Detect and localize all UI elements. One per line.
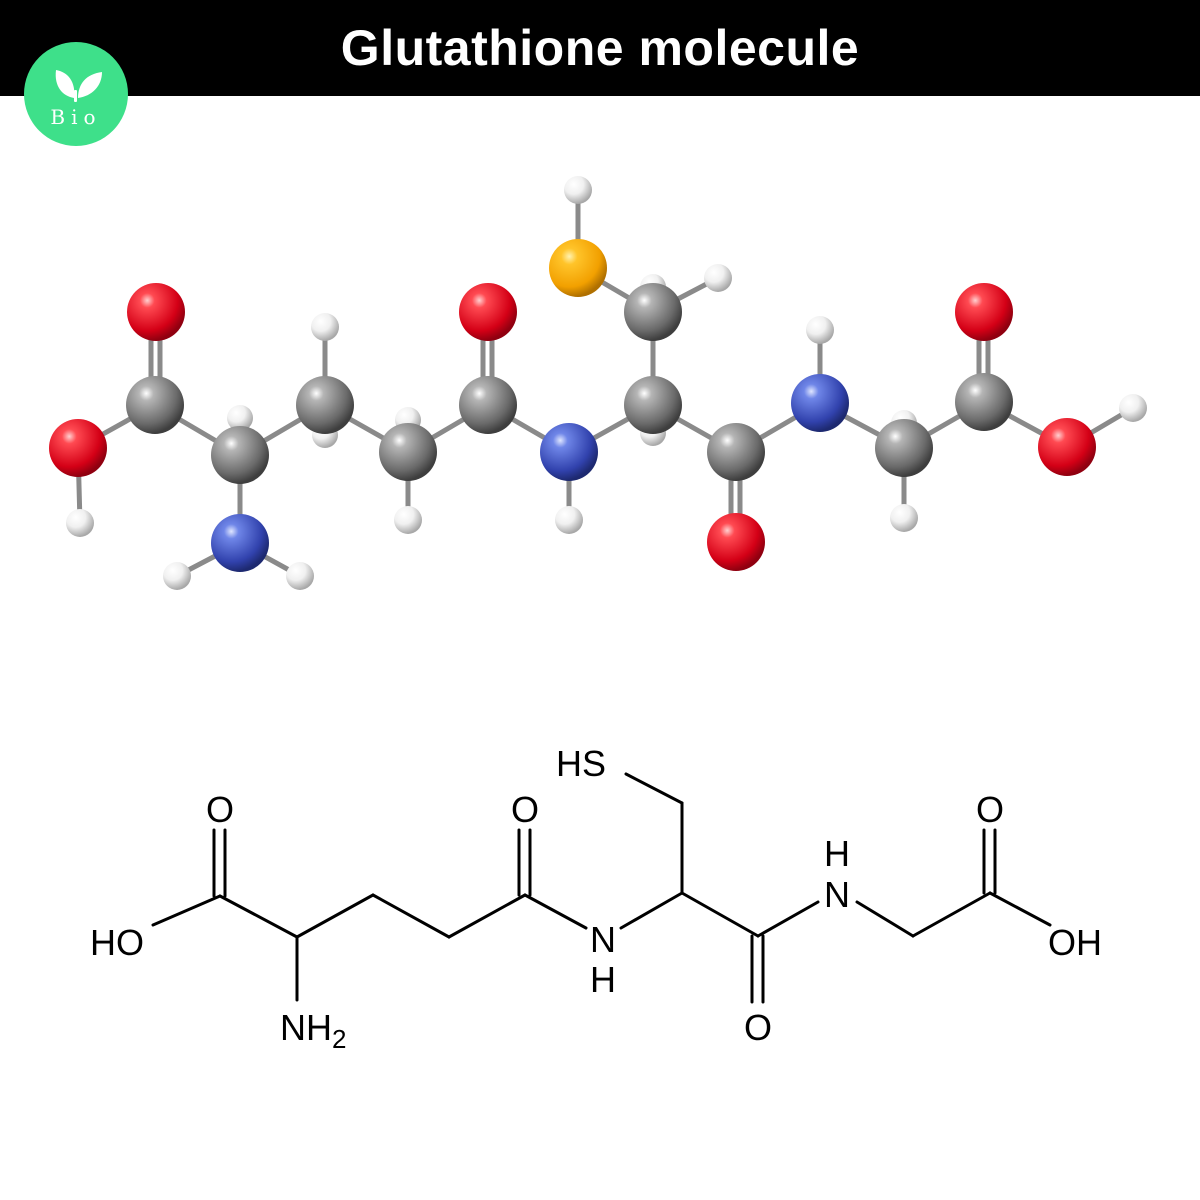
label-nh2-subscript: 2: [332, 1024, 346, 1054]
logo-text: Bio: [50, 105, 101, 129]
nitrogen-atom: [211, 514, 269, 572]
hydrogen-atom: [1119, 394, 1147, 422]
carbon-atom: [624, 376, 682, 434]
structural-formula: HO OH HS NH2 O O O O N H N H: [90, 743, 1102, 1054]
label-nh2: NH2: [280, 1007, 346, 1054]
hydrogen-atom: [704, 264, 732, 292]
label-nitrogen-2: N: [824, 874, 850, 915]
hydrogen-atom: [66, 509, 94, 537]
carbon-atom: [624, 283, 682, 341]
carbon-atom: [379, 423, 437, 481]
hydrogen-atom: [227, 405, 253, 431]
sulfur-atom: [549, 239, 607, 297]
carbon-atom: [707, 423, 765, 481]
label-hs: HS: [556, 743, 606, 784]
hydrogen-atom: [163, 562, 191, 590]
skeletal-bonds: [151, 772, 1052, 1004]
hydrogen-atom: [564, 176, 592, 204]
ball-and-stick-model: [49, 176, 1147, 590]
label-hydrogen-1: H: [590, 959, 616, 1000]
label-ho: HO: [90, 922, 144, 963]
label-oxygen-2: O: [511, 789, 539, 830]
title-bar: Glutathione molecule: [0, 0, 1200, 96]
oxygen-atom: [459, 283, 517, 341]
nitrogen-atom: [540, 423, 598, 481]
carbon-atom: [126, 376, 184, 434]
oxygen-atom: [49, 419, 107, 477]
page-title: Glutathione molecule: [340, 20, 860, 76]
bio-logo: Bio: [24, 42, 128, 146]
carbon-atom: [875, 419, 933, 477]
hydrogen-atom: [311, 313, 339, 341]
label-oxygen-3: O: [744, 1007, 772, 1048]
label-oxygen-4: O: [976, 789, 1004, 830]
carbon-atom: [955, 373, 1013, 431]
label-nh2-n: NH: [280, 1007, 332, 1048]
hydrogen-atom: [286, 562, 314, 590]
hydrogen-atom: [555, 506, 583, 534]
hydrogen-atom: [394, 506, 422, 534]
oxygen-atom: [955, 283, 1013, 341]
oxygen-atom: [127, 283, 185, 341]
leaf-icon: [55, 70, 102, 102]
label-nitrogen-1: N: [590, 919, 616, 960]
hydrogen-atom: [890, 504, 918, 532]
carbon-atom: [296, 376, 354, 434]
label-hydrogen-2: H: [824, 833, 850, 874]
label-oh: OH: [1048, 922, 1102, 963]
carbon-atom: [211, 426, 269, 484]
oxygen-atom: [1038, 418, 1096, 476]
nitrogen-atom: [791, 374, 849, 432]
oxygen-atom: [707, 513, 765, 571]
carbon-atom: [459, 376, 517, 434]
hydrogen-atom: [806, 316, 834, 344]
label-oxygen-1: O: [206, 789, 234, 830]
